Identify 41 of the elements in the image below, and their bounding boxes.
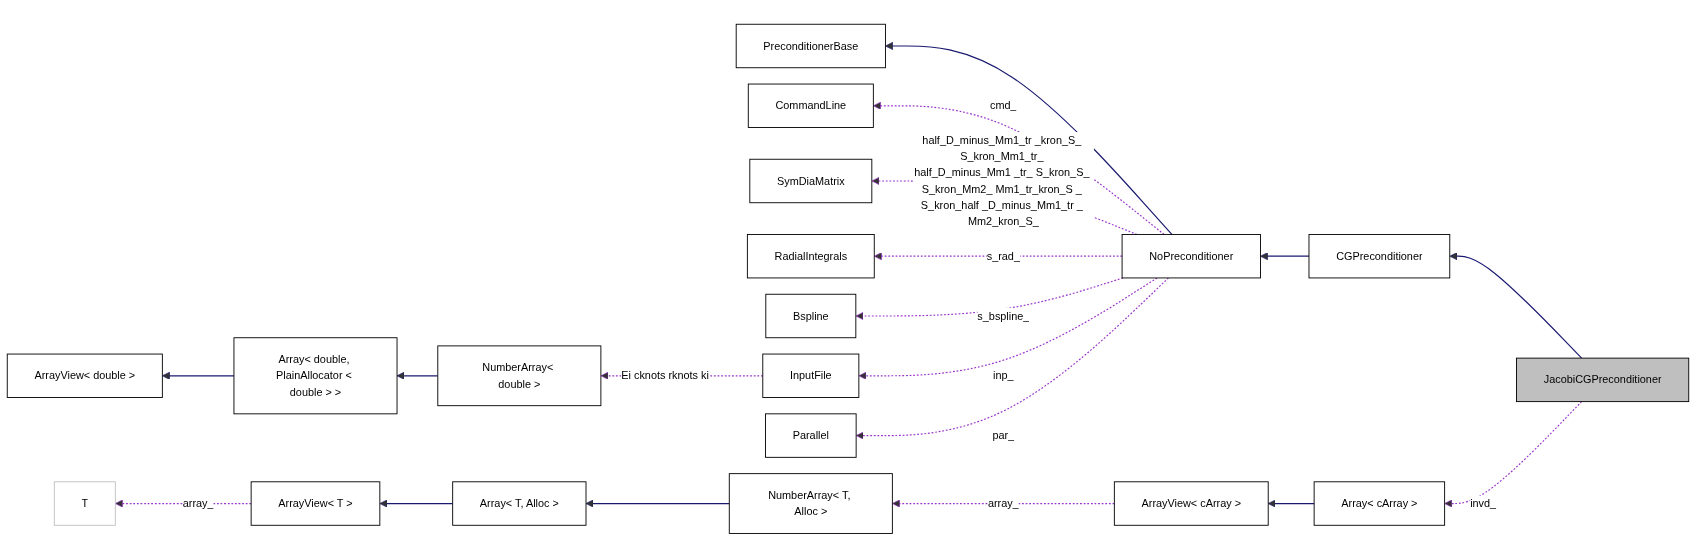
node-box: NumberArray< T, Alloc >: [728, 473, 893, 535]
arrow: [379, 499, 454, 508]
node-box: JacobiCGPreconditioner: [1516, 357, 1690, 403]
node-box: SymDiaMatrix: [749, 158, 873, 204]
edge-label: s_rad_: [986, 250, 1020, 263]
node-box: RadialIntegrals: [746, 234, 875, 279]
arrow: [1267, 499, 1315, 508]
edge-label: par_: [992, 429, 1015, 443]
edge-label: s_bspline_: [977, 309, 1030, 323]
node-box: ArrayView< T >: [250, 481, 381, 526]
arrow: [892, 499, 1115, 508]
arrow: [855, 277, 1170, 440]
edge-label: invd_: [1470, 497, 1497, 511]
node-box: PreconditionerBase: [735, 23, 886, 69]
node-box: ArrayView< double >: [6, 353, 163, 399]
node-box: Array< cArray >: [1313, 481, 1446, 526]
arrow: [873, 252, 1123, 261]
node-box: NoPreconditioner: [1121, 234, 1261, 279]
arrow: [1444, 401, 1583, 508]
arrow: [885, 42, 1173, 236]
edge-label: array_: [987, 497, 1019, 511]
edge-label: inp_: [993, 369, 1014, 383]
edge-label: Ei cknots rknots ki: [621, 369, 709, 383]
node-box: Bspline: [765, 293, 857, 339]
node-box: CGPreconditioner: [1308, 234, 1451, 279]
node-box: NumberArray< double >: [437, 345, 602, 407]
arrow: [585, 499, 730, 508]
node-box: CommandLine: [747, 83, 874, 129]
edge-label: cmd_: [990, 99, 1017, 113]
node-box: Array< T, Alloc >: [452, 481, 587, 526]
edge-label: array_: [182, 497, 214, 511]
node-box: Array< double, PlainAllocator < double > >: [233, 337, 398, 415]
arrow: [1449, 252, 1583, 359]
node-box: InputFile: [762, 353, 860, 399]
node-box: ArrayView< cArray >: [1113, 481, 1269, 526]
arrow: [162, 371, 235, 380]
edge-label: half_D_minus_Mm1_tr _kron_S_ S_kron_Mm1_tr_ half_D_minus_Mm1 _tr_ S_kron_S_ S_kron_Mm2_ Mm1_tr_kron_S _ S_kron_half _D_minus_Mm1_tr _ Mm2_kron_S_: [914, 134, 1090, 229]
node-box: Parallel: [765, 413, 857, 458]
arrow: [396, 371, 439, 380]
node-box: T: [53, 481, 116, 526]
arrow: [1260, 252, 1310, 261]
